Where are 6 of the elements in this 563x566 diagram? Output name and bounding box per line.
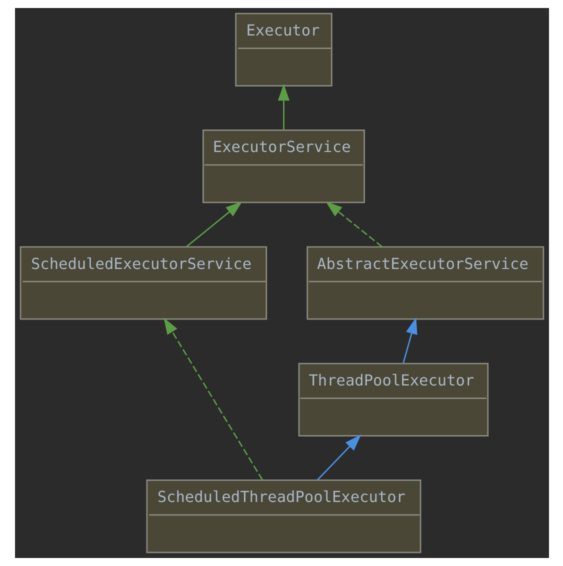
arrow [277, 84, 290, 130]
arrow [163, 318, 263, 480]
arrow [316, 434, 361, 481]
arrow [185, 201, 242, 248]
arrow [402, 317, 417, 364]
arrow [325, 201, 382, 248]
